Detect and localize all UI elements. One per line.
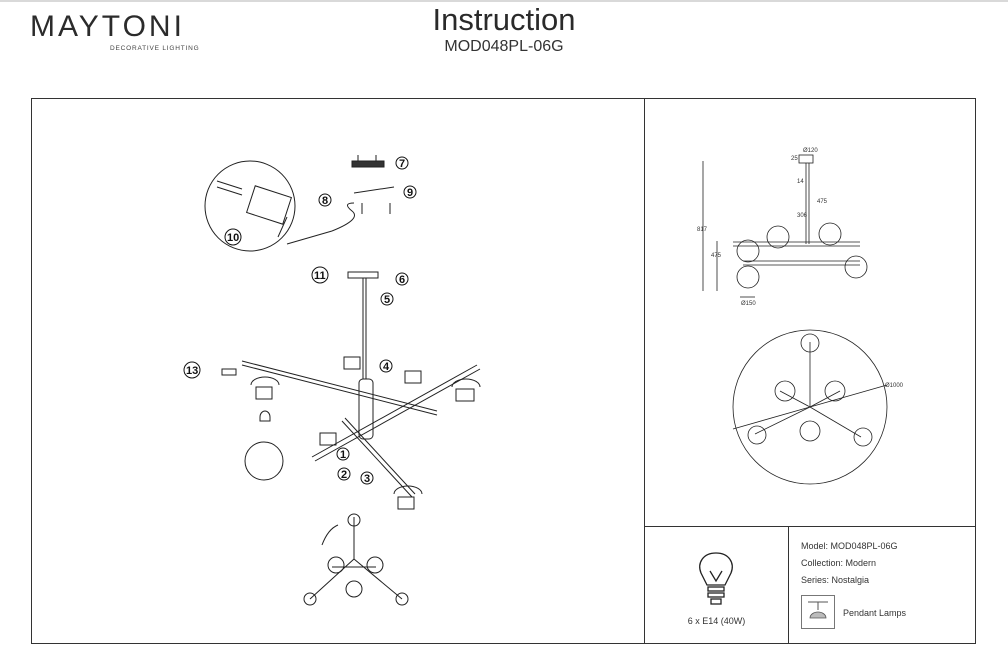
detail-circle xyxy=(204,160,296,252)
svg-text:Ø1000: Ø1000 xyxy=(885,383,904,389)
lamp-type: Pendant Lamps xyxy=(843,608,907,618)
assembly-drawing: 7 8 9 10 11 6 5 13 4 1 2 3 xyxy=(183,155,481,606)
pendant-lamp-icon xyxy=(801,595,835,629)
svg-text:25: 25 xyxy=(791,156,798,162)
brand-tagline: DECORATIVE LIGHTING xyxy=(110,45,200,52)
svg-text:8: 8 xyxy=(322,195,328,207)
top-rule xyxy=(0,0,1008,2)
svg-text:14: 14 xyxy=(797,179,804,185)
svg-text:6: 6 xyxy=(399,274,405,286)
svg-text:475: 475 xyxy=(817,199,828,205)
step-13: 13 xyxy=(183,361,201,379)
svg-text:5: 5 xyxy=(384,294,390,306)
svg-text:817: 817 xyxy=(697,227,708,233)
dimension-drawing: Ø120 25 14 306 475 817 475 Ø150 Ø1000 xyxy=(697,148,904,485)
step-7: 7 xyxy=(395,156,409,170)
collection-text: Collection: Modern xyxy=(801,558,877,568)
svg-text:11: 11 xyxy=(314,270,326,282)
step-3: 3 xyxy=(360,471,374,485)
svg-text:475: 475 xyxy=(711,253,722,259)
brand-logo: MAYTONI DECORATIVE LIGHTING xyxy=(30,10,210,58)
terminal-block xyxy=(245,185,293,225)
svg-text:7: 7 xyxy=(399,158,405,170)
instruction-frame xyxy=(31,98,976,644)
svg-text:1: 1 xyxy=(340,449,346,461)
step-11: 11 xyxy=(311,266,329,284)
model-subtitle: MOD048PL-06G xyxy=(444,38,564,55)
brand-name: MAYTONI xyxy=(30,10,185,43)
page-title: Instruction xyxy=(432,2,576,37)
svg-text:10: 10 xyxy=(227,232,239,244)
step-4: 4 xyxy=(379,359,393,373)
svg-text:2: 2 xyxy=(341,469,347,481)
horizontal-divider xyxy=(644,526,976,527)
bulb-icon xyxy=(699,552,733,605)
svg-text:9: 9 xyxy=(407,187,413,199)
model-text: Model: MOD048PL-06G xyxy=(801,541,898,551)
bulb-spec: 6 x E14 (40W) xyxy=(687,616,746,626)
svg-text:Ø150: Ø150 xyxy=(741,301,756,307)
svg-text:4: 4 xyxy=(383,361,390,373)
step-8: 8 xyxy=(318,193,332,207)
bulb-spec-panel: 6 x E14 (40W) xyxy=(645,527,788,644)
svg-text:3: 3 xyxy=(364,473,370,485)
step-1: 1 xyxy=(336,447,350,461)
info-divider xyxy=(788,526,789,644)
svg-text:306: 306 xyxy=(797,213,808,219)
svg-text:13: 13 xyxy=(186,365,198,377)
step-6: 6 xyxy=(395,272,409,286)
series-text: Series: Nostalgia xyxy=(801,575,870,585)
step-2: 2 xyxy=(337,467,351,481)
svg-text:Ø120: Ø120 xyxy=(803,148,818,154)
product-info-panel: Model: MOD048PL-06G Collection: Modern S… xyxy=(789,527,976,644)
step-10: 10 xyxy=(224,228,242,246)
step-9: 9 xyxy=(403,185,417,199)
glass-globe xyxy=(244,441,284,481)
step-5: 5 xyxy=(380,292,394,306)
vertical-divider xyxy=(644,98,645,644)
